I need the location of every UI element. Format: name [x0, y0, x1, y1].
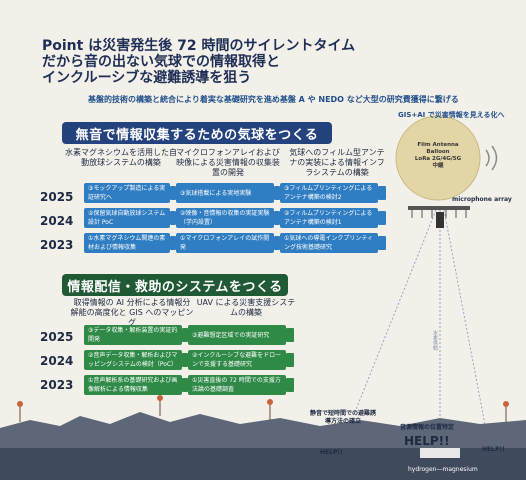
title-line-1: Point は災害発生後 72 時間のサイレントタイム: [42, 38, 356, 54]
section1-column-header: 水素マグネシウムを活用した自動放球システムの構築: [65, 148, 177, 167]
balloon-label-line: 中継: [432, 163, 444, 169]
balloon-label-line: Film Antenna: [417, 142, 459, 148]
page-title: Point は災害発生後 72 時間のサイレントタイム だから音の出ない気球での…: [42, 38, 356, 86]
balloon: [395, 115, 481, 201]
title-line-2: だから音の出ない気球での情報取得と: [42, 54, 280, 70]
connector-bar: [274, 236, 280, 250]
year-label: 2024: [40, 214, 74, 228]
tree-icon: [503, 401, 509, 407]
title-line-3: インクルーシブな避難誘導を狙う: [42, 70, 252, 86]
tree-icon: [267, 399, 273, 405]
section1-banner: 無音で情報収集するための気球をつくる: [62, 122, 332, 144]
signal-wave-icon: [491, 145, 498, 171]
connector-bar: [274, 211, 280, 225]
connector-bar: [182, 353, 188, 367]
balloon-label-line: Balloon: [426, 149, 450, 155]
milestone-box: ③モックアップ製造による実証研究へ: [84, 183, 170, 203]
milestone-box: ①マイクロフォンアレイの試作開発: [176, 233, 274, 253]
section1-column-header: マイクロフォンアレイおよび映像による災害情報の収集装置の開発: [176, 148, 280, 177]
milestone-box: ①水素マグネシウム関連の素材および情報収集: [84, 233, 170, 253]
help-text-small: HELP!!: [482, 446, 505, 453]
year-label: 2024: [40, 354, 74, 368]
milestone-box: ①気球への導電インクプリンティング技術基礎研究: [280, 233, 378, 253]
milestone-box: ②インクルーシブな避難をドローンで支援する基礎研究: [188, 350, 286, 370]
section2-column-header: UAV による災害支援システムの構築: [196, 298, 296, 317]
connector-bar: [274, 186, 280, 200]
microphone-array-label: microphone array: [452, 196, 512, 203]
section2-column-header: 取得情報の AI 分析による情報分解能の高度化と GIS へのマッピング: [70, 298, 194, 327]
milestone-box: ③避難想定区域での実証研究: [188, 325, 286, 345]
signal-line: [354, 209, 437, 413]
help-text-large: HELP!!: [404, 434, 450, 448]
tree-icon: [17, 401, 23, 407]
microphone-array-bar: [408, 206, 470, 210]
milestone-box: ③フィルムプリンティングによるアンテナ構築の検討2: [280, 183, 378, 203]
connector-bar: [170, 211, 176, 225]
year-label: 2025: [40, 190, 74, 204]
connector-bar: [182, 328, 188, 342]
milestone-box: ①音声解析系の基礎研究および画像解析による情報収集: [84, 375, 182, 395]
section2-banner: 情報配信・救助のシステムをつくる: [62, 274, 288, 296]
section1-column-header: 気球へのフィルム型アンテナの実装による情報インフラシステムの構築: [289, 148, 385, 177]
year-label: 2025: [40, 330, 74, 344]
subtitle: 基盤的技術の構築と統合により着実な基礎研究を進め基盤 A や NEDO など大型…: [88, 95, 459, 104]
sensor-unit: [436, 212, 444, 228]
milestone-box: ①災害直後の 72 時間での支援方法論の基礎調査: [188, 375, 286, 395]
gis-ai-label: GIS+AI で災害情報を見える化へ: [398, 111, 505, 119]
milestone-box: ③気球搭載による実地実験: [176, 183, 274, 203]
milestone-box: ②映像・音情報の収集の実証実験（学内設置）: [176, 208, 274, 228]
balloon-label: Film Antenna Balloon LoRa 2G/4G/5G 中継: [402, 142, 474, 170]
connector-bar: [182, 378, 188, 392]
connector-bar: [378, 186, 386, 200]
connector-bar: [286, 328, 294, 342]
connector-bar: [286, 353, 294, 367]
help-text-small: HELP!!: [320, 449, 343, 456]
hydrogen-station: [420, 448, 460, 458]
drone-guidance-label: 静音で短時間での避難誘導方法の確立: [310, 410, 377, 425]
connector-bar: [286, 378, 294, 392]
milestone-box: ②フィルムプリンティングによるアンテナ構築の検討1: [280, 208, 378, 228]
signal-wave-icon: [485, 149, 490, 167]
milestone-box: ②保留気球自動放球システム設計 PoC: [84, 208, 170, 228]
ground-label: hydrogen―magnesium: [408, 466, 478, 473]
connector-bar: [378, 236, 386, 250]
milestone-box: ③データ収集・解析装置の実証的開発: [84, 325, 182, 345]
signal-line: [443, 209, 487, 431]
year-label: 2023: [40, 238, 74, 252]
milestone-box: ②音声データ収集・解析およびマッピングシステムの検討（PoC）: [84, 350, 182, 370]
connector-bar: [170, 186, 176, 200]
balloon-label-line: LoRa 2G/4G/5G: [414, 156, 462, 162]
connector-bar: [170, 236, 176, 250]
sound-source-label: 音源情報の位置特定: [400, 424, 455, 431]
year-label: 2023: [40, 378, 74, 392]
tree-icon: [157, 395, 163, 401]
tether-label: 水素供給: [432, 330, 438, 350]
connector-bar: [378, 211, 386, 225]
